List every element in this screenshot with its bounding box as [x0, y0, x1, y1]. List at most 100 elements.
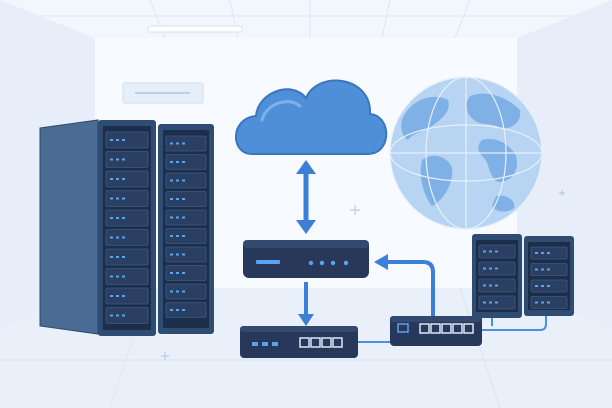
- led-indicator: [547, 285, 550, 287]
- led-indicator: [170, 161, 173, 163]
- led-indicator: [110, 217, 113, 219]
- led-indicator: [176, 198, 179, 200]
- led-indicator: [182, 198, 185, 200]
- led-indicator: [541, 301, 544, 304]
- led-indicator: [495, 250, 498, 253]
- led-indicator: [170, 216, 173, 219]
- led-indicator: [495, 267, 498, 270]
- led-indicator: [541, 252, 544, 254]
- bidirectional-arrow-icon: [296, 160, 316, 234]
- led-indicator: [489, 250, 492, 253]
- rack-unit: [105, 307, 149, 324]
- led-indicator: [170, 290, 173, 293]
- led-indicator: [122, 178, 125, 180]
- server-rack-icon: [39, 119, 214, 336]
- ceiling-light: [147, 25, 243, 33]
- led-indicator: [176, 253, 179, 256]
- led-indicator: [122, 275, 125, 278]
- rack-unit: [105, 131, 149, 149]
- rack-unit: [165, 154, 207, 170]
- led-indicator: [489, 301, 492, 304]
- led-indicator: [182, 253, 185, 256]
- led-indicator: [110, 275, 113, 278]
- rack-unit: [165, 283, 207, 300]
- led-indicator: [122, 256, 125, 258]
- rack-unit: [165, 172, 207, 189]
- led-indicator: [122, 197, 125, 200]
- led-indicator: [182, 235, 185, 237]
- led-indicator: [535, 252, 538, 254]
- led-indicator: [547, 268, 550, 271]
- led-indicator: [176, 290, 179, 293]
- led-indicator: [483, 267, 486, 270]
- led-indicator: [535, 301, 538, 304]
- led-indicator: [182, 161, 185, 163]
- rack-unit: [165, 302, 207, 318]
- led-indicator: [541, 285, 544, 287]
- led-indicator: [122, 295, 125, 297]
- led-indicator: [541, 268, 544, 271]
- led-indicator: [122, 139, 125, 141]
- led-indicator: [110, 178, 113, 180]
- rack-unit: [165, 209, 207, 226]
- led-indicator: [116, 158, 119, 161]
- led-indicator: [176, 309, 179, 311]
- led-indicator: [483, 301, 486, 304]
- led-indicator: [170, 142, 173, 145]
- led-indicator: [110, 236, 113, 239]
- led-indicator: [535, 285, 538, 287]
- router-icon: [243, 240, 369, 278]
- led-indicator: [170, 198, 173, 200]
- led-indicator: [495, 284, 498, 287]
- led-indicator: [176, 179, 179, 182]
- led-indicator: [110, 256, 113, 258]
- rack-unit: [105, 287, 149, 305]
- led-indicator: [182, 142, 185, 145]
- led-indicator: [170, 253, 173, 256]
- led-indicator: [489, 284, 492, 287]
- led-indicator: [116, 256, 119, 258]
- rack-unit: [105, 248, 149, 266]
- rack-unit: [165, 191, 207, 207]
- led-indicator: [116, 236, 119, 239]
- rack-unit: [105, 209, 149, 227]
- led-indicator: [182, 272, 185, 274]
- led-indicator: [483, 250, 486, 253]
- led-indicator: [170, 309, 173, 311]
- led-indicator: [116, 275, 119, 278]
- led-indicator: [547, 252, 550, 254]
- led-indicator: [535, 268, 538, 271]
- led-indicator: [116, 295, 119, 297]
- led-indicator: [116, 314, 119, 317]
- led-indicator: [483, 284, 486, 287]
- network-switch-icon: [240, 326, 358, 358]
- led-indicator: [116, 217, 119, 219]
- led-indicator: [122, 314, 125, 317]
- rack-unit: [105, 268, 149, 285]
- down-arrow-icon: [298, 282, 314, 326]
- led-indicator: [182, 290, 185, 293]
- led-indicator: [110, 158, 113, 161]
- led-indicator: [182, 216, 185, 219]
- led-indicator: [176, 142, 179, 145]
- small-server-rack-icon: [472, 234, 574, 318]
- rack-unit: [105, 190, 149, 207]
- led-indicator: [116, 178, 119, 180]
- uplink-arrow-icon: [374, 254, 435, 316]
- led-indicator: [110, 295, 113, 297]
- led-indicator: [110, 314, 113, 317]
- led-indicator: [495, 301, 498, 304]
- led-indicator: [176, 272, 179, 274]
- rack-unit: [105, 151, 149, 168]
- led-indicator: [122, 236, 125, 239]
- led-indicator: [547, 301, 550, 304]
- globe-icon: [389, 76, 543, 230]
- rack-unit: [105, 170, 149, 188]
- led-indicator: [182, 309, 185, 311]
- led-indicator: [116, 197, 119, 200]
- network-switch-icon: [390, 316, 482, 346]
- led-indicator: [170, 179, 173, 182]
- led-indicator: [182, 179, 185, 182]
- led-indicator: [110, 139, 113, 141]
